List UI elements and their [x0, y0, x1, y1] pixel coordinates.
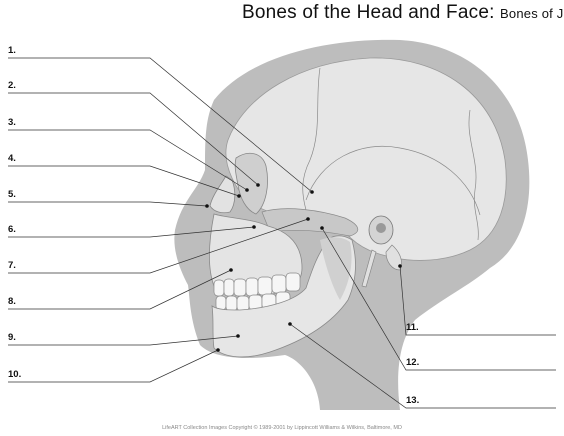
tooth: [225, 295, 238, 312]
ramus-shadow: [320, 237, 352, 300]
label-number-3: 3.: [8, 117, 16, 128]
leader-line-5: [8, 201, 208, 207]
leader-line-12: [321, 227, 556, 371]
label-number-6: 6.: [8, 224, 16, 235]
pointer-dot: [306, 217, 310, 221]
leader-line-9: [8, 335, 239, 346]
lambdoid-suture: [468, 109, 479, 241]
tooth: [285, 272, 301, 292]
pointer-dot: [216, 348, 220, 352]
label-number-13: 13.: [406, 395, 420, 406]
teeth: [213, 272, 301, 312]
meatus-core: [376, 223, 386, 233]
leader-line-1: [8, 57, 313, 193]
pointer-dot: [237, 194, 241, 198]
leader-line-4: [8, 165, 240, 197]
label-number-7: 7.: [8, 260, 16, 271]
tooth: [245, 277, 259, 297]
coronal-suture: [302, 67, 321, 211]
orbit: [234, 152, 268, 215]
leader-lines: [8, 57, 556, 409]
leader-line-8: [8, 269, 232, 310]
leader-line-13: [289, 323, 556, 409]
label-number-10: 10.: [8, 369, 22, 380]
leader-line-10: [8, 349, 219, 383]
pointer-dot: [320, 226, 324, 230]
tooth: [257, 276, 273, 296]
zygomatic-arch: [261, 208, 358, 237]
pointer-dot: [310, 190, 314, 194]
leader-line-2: [8, 92, 259, 186]
pointer-dot: [252, 225, 256, 229]
pointer-dot: [398, 264, 402, 268]
pointer-dot: [288, 322, 292, 326]
tooth: [213, 279, 225, 297]
pointer-dots: [205, 183, 402, 352]
pointer-dot: [256, 183, 260, 187]
mandible: [211, 235, 356, 358]
label-number-8: 8.: [8, 296, 16, 307]
tooth: [233, 278, 247, 297]
leader-line-11: [399, 265, 556, 336]
leader-line-6: [8, 226, 255, 238]
title-main-text: Bones of the Head and Face:: [242, 2, 501, 23]
label-number-12: 12.: [406, 357, 420, 368]
label-number-5: 5.: [8, 189, 16, 200]
nasal-region: [209, 175, 236, 214]
squamous-suture: [305, 145, 481, 216]
diagram-title: Bones of the Head and Face: Bones of Jaw: [242, 2, 564, 24]
copyright-notice: LifeART Collection Images Copyright © 19…: [162, 425, 402, 431]
title-subtitle: Bones of Jaw: [500, 6, 564, 21]
tooth: [215, 295, 227, 311]
label-number-2: 2.: [8, 80, 16, 91]
tooth: [223, 278, 235, 297]
leader-line-7: [8, 218, 309, 274]
label-number-9: 9.: [8, 332, 16, 343]
pointer-dot: [205, 204, 209, 208]
pointer-dot: [245, 188, 249, 192]
mastoid-process: [385, 244, 402, 271]
label-number-11: 11.: [406, 322, 419, 333]
tooth: [236, 295, 250, 312]
label-number-1: 1.: [8, 45, 16, 56]
styloid-process: [361, 249, 377, 288]
leader-line-3: [8, 129, 248, 191]
tooth: [271, 274, 287, 294]
pointer-dot: [236, 334, 240, 338]
pointer-dot: [229, 268, 233, 272]
label-number-4: 4.: [8, 153, 16, 164]
